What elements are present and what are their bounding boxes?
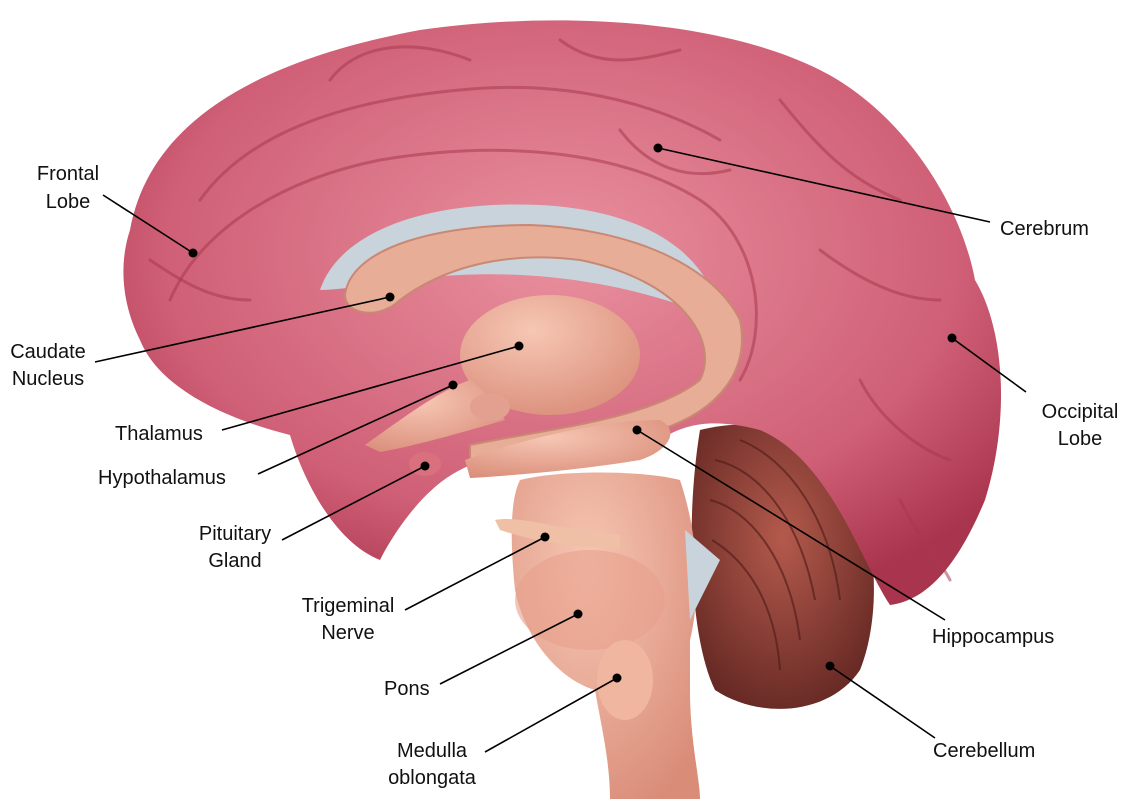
label-trigeminal-nerve-2: Nerve bbox=[321, 622, 374, 644]
lateral-ventricle bbox=[320, 204, 720, 320]
cerebellum-shape bbox=[691, 424, 874, 709]
label-caudate-nucleus-1: Caudate bbox=[10, 341, 86, 363]
label-occipital-lobe-2: Lobe bbox=[1058, 428, 1103, 450]
trigeminal-nerve-shape bbox=[495, 518, 620, 548]
medulla-bulge bbox=[597, 640, 653, 720]
fourth-ventricle bbox=[685, 530, 720, 620]
label-caudate-nucleus-2: Nucleus bbox=[12, 368, 84, 390]
mammillary-body bbox=[470, 393, 510, 421]
label-frontal-lobe-2: Lobe bbox=[46, 191, 91, 213]
thalamus-shape bbox=[460, 295, 640, 415]
label-cerebrum: Cerebrum bbox=[1000, 218, 1089, 240]
label-medulla-oblongata-2: oblongata bbox=[388, 767, 477, 789]
label-frontal-lobe-1: Frontal bbox=[37, 163, 99, 185]
label-pituitary-gland-1: Pituitary bbox=[199, 523, 271, 545]
label-medulla-oblongata-1: Medulla bbox=[397, 740, 468, 762]
leader-lines bbox=[94, 143, 1027, 753]
label-occipital-lobe-1: Occipital bbox=[1042, 401, 1119, 423]
label-cerebellum: Cerebellum bbox=[933, 740, 1035, 762]
label-pons: Pons bbox=[384, 678, 430, 700]
label-thalamus: Thalamus bbox=[115, 423, 203, 445]
label-hypothalamus: Hypothalamus bbox=[98, 467, 226, 489]
cerebellum-folia bbox=[709, 439, 841, 671]
label-pituitary-gland-2: Gland bbox=[208, 550, 261, 572]
hypothalamus-shape bbox=[365, 380, 505, 452]
pons-shape bbox=[515, 550, 665, 650]
hippocampus-shape bbox=[465, 420, 671, 478]
label-trigeminal-nerve-1: Trigeminal bbox=[302, 595, 395, 617]
gyri bbox=[148, 38, 952, 582]
label-hippocampus: Hippocampus bbox=[932, 626, 1054, 648]
